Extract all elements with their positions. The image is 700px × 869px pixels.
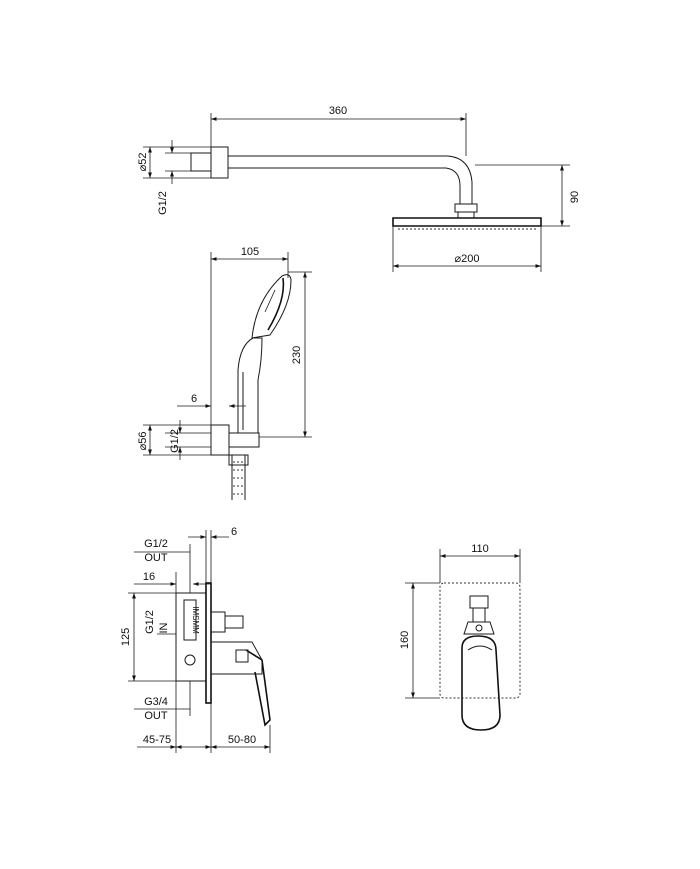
flange-diameter-label: ⌀52	[137, 153, 149, 172]
top-outlet-nut	[224, 615, 244, 629]
mixer-height-label: 125	[120, 628, 132, 646]
arm-pipe-top	[228, 155, 473, 204]
front-top-fitting	[469, 595, 489, 609]
head-diameter-label: ⌀200	[455, 253, 480, 265]
shower-head	[392, 217, 542, 227]
mixer-plate	[183, 599, 197, 641]
out-bottom-label: OUT	[144, 710, 168, 722]
front-top-stem	[472, 607, 486, 623]
arm-thread-label: G1/2	[157, 191, 169, 215]
hand-shower-face	[267, 277, 285, 331]
hand-offset-label: 6	[191, 393, 197, 405]
wall-depth-label: 45-75	[143, 734, 171, 746]
cover-plate	[205, 582, 212, 704]
lever-cap	[235, 649, 249, 663]
head-connector	[454, 203, 478, 213]
mixer-fitting-circle	[184, 654, 196, 666]
shower-arm-view: 360 90 ⌀200 ⌀52 G1/2	[137, 105, 581, 272]
arm-pipe-bottom	[228, 167, 461, 204]
hose-nut	[228, 454, 249, 466]
arm-height-label: 90	[569, 191, 581, 203]
mixer-side-view: IMSMM G1/2 OUT 6 16 125 G1/2	[120, 526, 271, 753]
front-collar-hole	[475, 624, 483, 632]
arm-length-label: 360	[329, 105, 347, 117]
out-bottom-thread-label: G3/4	[144, 696, 168, 708]
hand-width-label: 105	[241, 246, 259, 258]
wall-connector	[190, 152, 212, 172]
mixer-plate-text: IMSMM	[191, 606, 200, 634]
mixer-lever	[245, 649, 271, 727]
out-top-label: OUT	[144, 552, 168, 564]
hand-shower-head	[251, 274, 292, 339]
top-outlet	[210, 611, 226, 633]
offset-label: 16	[143, 571, 155, 583]
out-top-thread-label: G1/2	[144, 538, 168, 550]
hand-shower-view: 105 230 6 ⌀56 G1/2	[137, 246, 312, 500]
front-lever-detail	[467, 645, 493, 651]
holder-body	[228, 432, 260, 448]
hose-ribs	[233, 461, 244, 495]
hand-height-label: 230	[291, 346, 303, 364]
holder-flange	[210, 424, 230, 456]
handle-depth-label: 50-80	[228, 734, 256, 746]
head-nut	[457, 211, 475, 219]
hand-shower-detail	[264, 289, 276, 313]
in-thread-label: G1/2	[144, 610, 156, 634]
front-lever	[461, 635, 501, 731]
wall-flange	[210, 146, 229, 179]
in-label: IN	[158, 622, 170, 633]
holder-diameter-label: ⌀56	[137, 432, 149, 451]
cover-plate-outline	[439, 582, 521, 699]
front-height-label: 160	[399, 631, 411, 649]
holder-thread-label: G1/2	[169, 429, 181, 453]
mixer-body	[210, 641, 263, 675]
cover-thickness-label: 6	[231, 526, 237, 538]
front-width-label: 110	[471, 543, 489, 555]
mixer-front-view: 110 160	[399, 543, 521, 731]
front-collar	[463, 621, 495, 635]
hand-shower-handle	[237, 337, 263, 433]
hose	[231, 455, 246, 500]
mixer-box	[175, 592, 207, 682]
